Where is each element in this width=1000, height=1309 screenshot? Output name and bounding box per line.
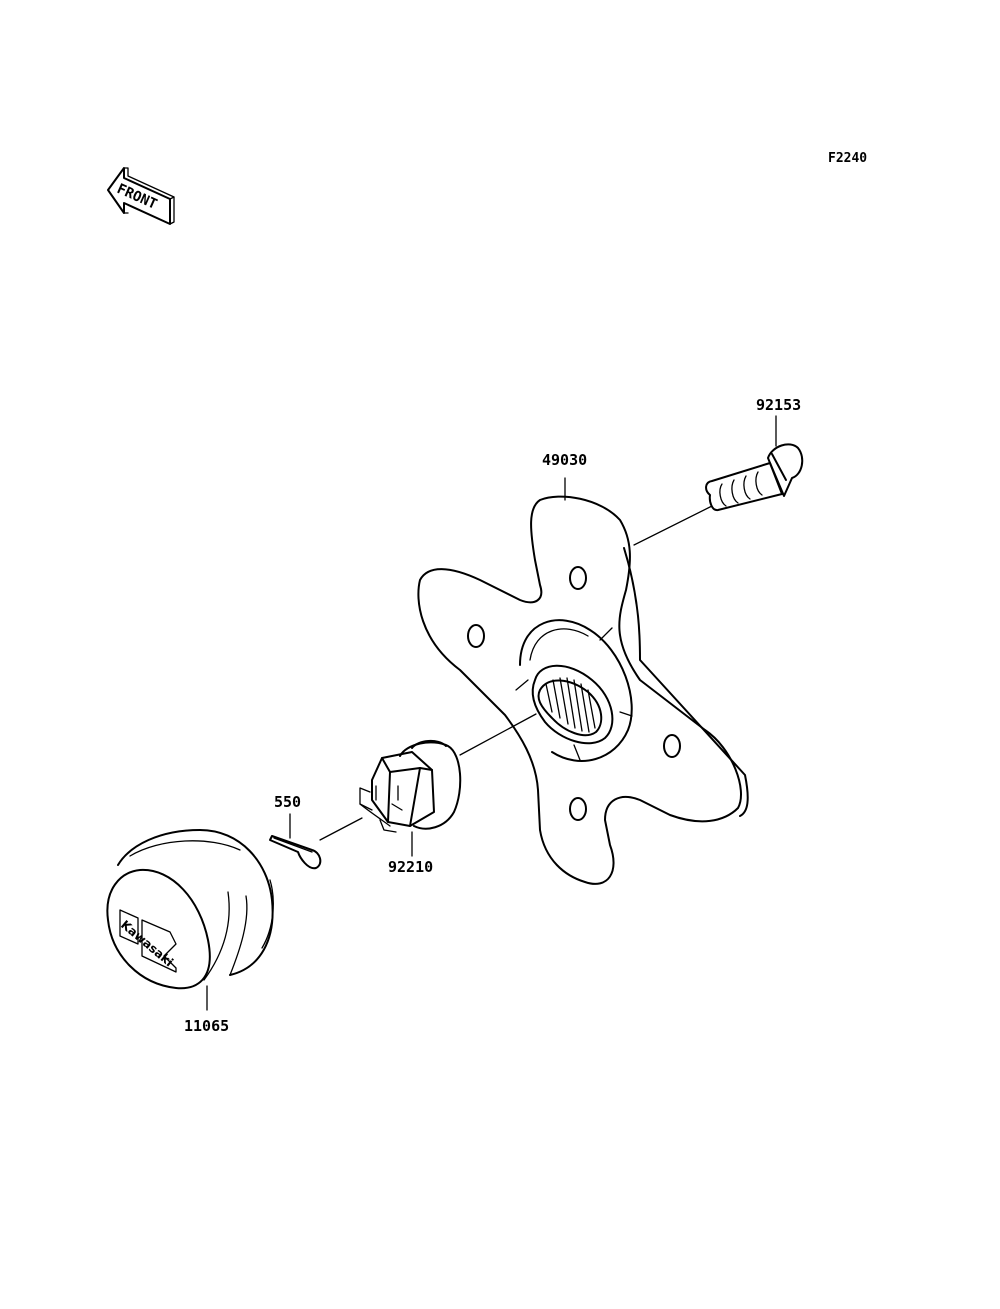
part-label-11065: 11065: [184, 1017, 229, 1035]
cotter-pin-550: [269, 835, 322, 870]
diagram-code: F2240: [828, 151, 867, 166]
part-label-550: 550: [274, 793, 301, 811]
stud-92153: [705, 443, 804, 512]
front-arrow-icon: FRONT: [107, 167, 175, 225]
castle-nut-92210: [359, 740, 462, 833]
part-label-49030: 49030: [542, 451, 587, 469]
hub-cap-11065: Kawasaki: [106, 829, 274, 990]
hub-plate-49030: [417, 495, 749, 885]
part-label-92153: 92153: [756, 396, 801, 414]
part-label-92210: 92210: [388, 858, 433, 876]
assembly-lines: [206, 415, 777, 1011]
